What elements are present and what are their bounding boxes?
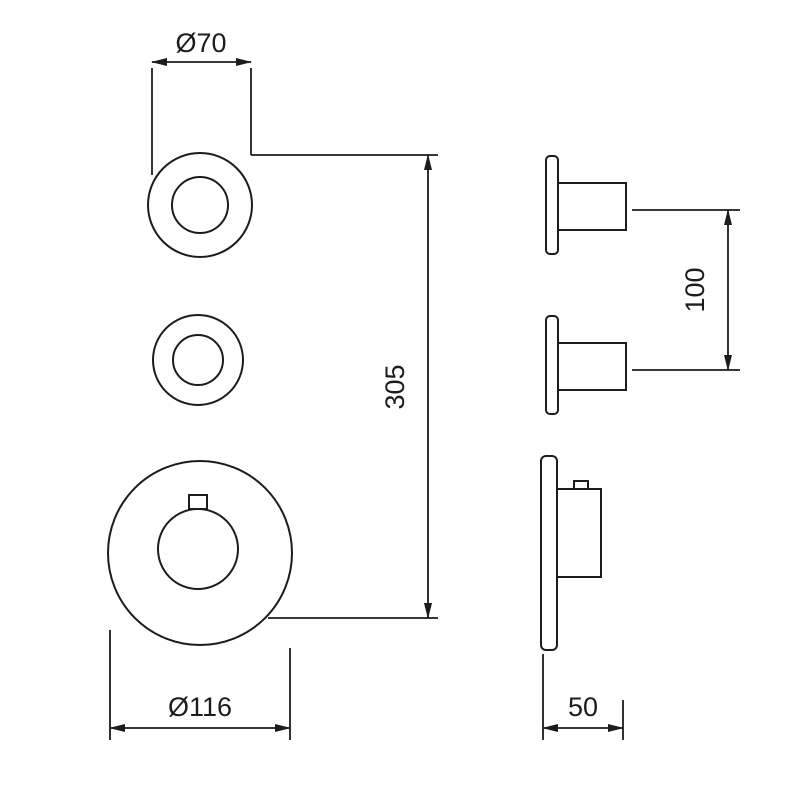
dim-depth-label: 50 bbox=[568, 692, 598, 722]
side-top-plate bbox=[545, 155, 559, 255]
side-middle-plate bbox=[545, 315, 559, 415]
thermostat-knob-outer-circle bbox=[107, 460, 293, 646]
dim-bottom-diameter-label: Ø116 bbox=[168, 692, 232, 722]
side-top-handle bbox=[557, 182, 627, 231]
thermostat-knob-indicator bbox=[188, 494, 208, 510]
thermostat-knob-inner-circle bbox=[157, 508, 239, 590]
top-knob-inner-circle bbox=[171, 176, 229, 234]
dim-spacing-label: 100 bbox=[680, 267, 710, 312]
side-middle-handle bbox=[557, 342, 627, 391]
top-knob-outer-circle bbox=[147, 152, 253, 258]
side-bottom-handle bbox=[556, 488, 602, 578]
side-bottom-plate bbox=[540, 455, 558, 651]
middle-knob-outer-circle bbox=[152, 314, 244, 406]
dim-top-diameter-label: Ø70 bbox=[175, 28, 226, 58]
middle-knob-inner-circle bbox=[172, 334, 224, 386]
dim-height-label: 305 bbox=[380, 364, 410, 409]
side-bottom-indicator bbox=[573, 480, 589, 490]
